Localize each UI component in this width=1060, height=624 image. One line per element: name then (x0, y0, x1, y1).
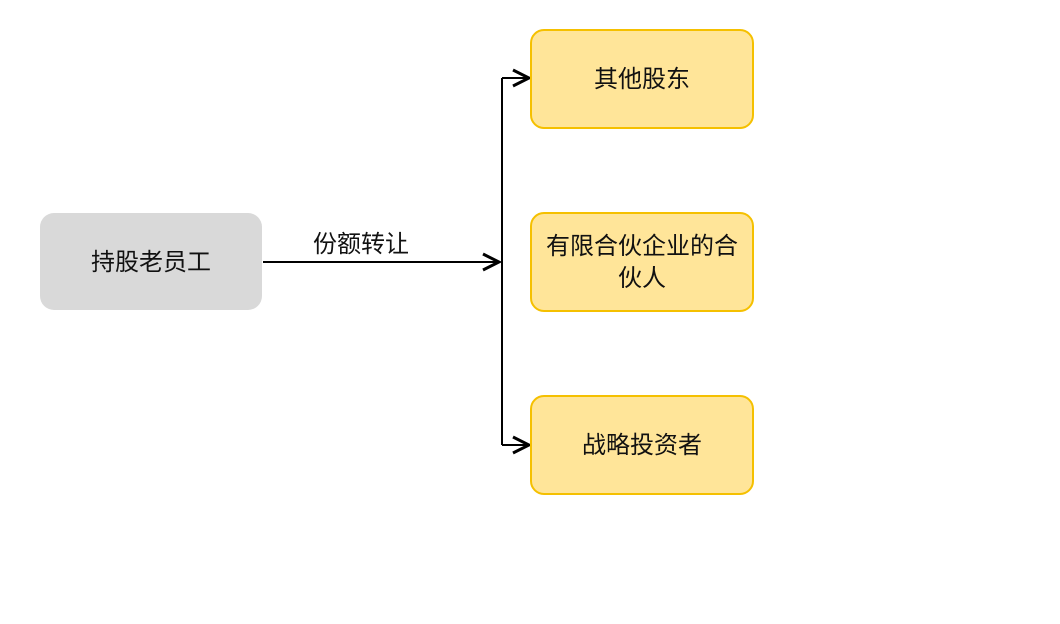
target-node-strategic-investors: 战略投资者 (530, 395, 754, 495)
target-node-lp-partners: 有限合伙企业的合伙人 (530, 212, 754, 312)
target-node-other-shareholders: 其他股东 (530, 29, 754, 129)
source-node: 持股老员工 (40, 213, 262, 310)
edge-label: 份额转让 (313, 230, 409, 258)
